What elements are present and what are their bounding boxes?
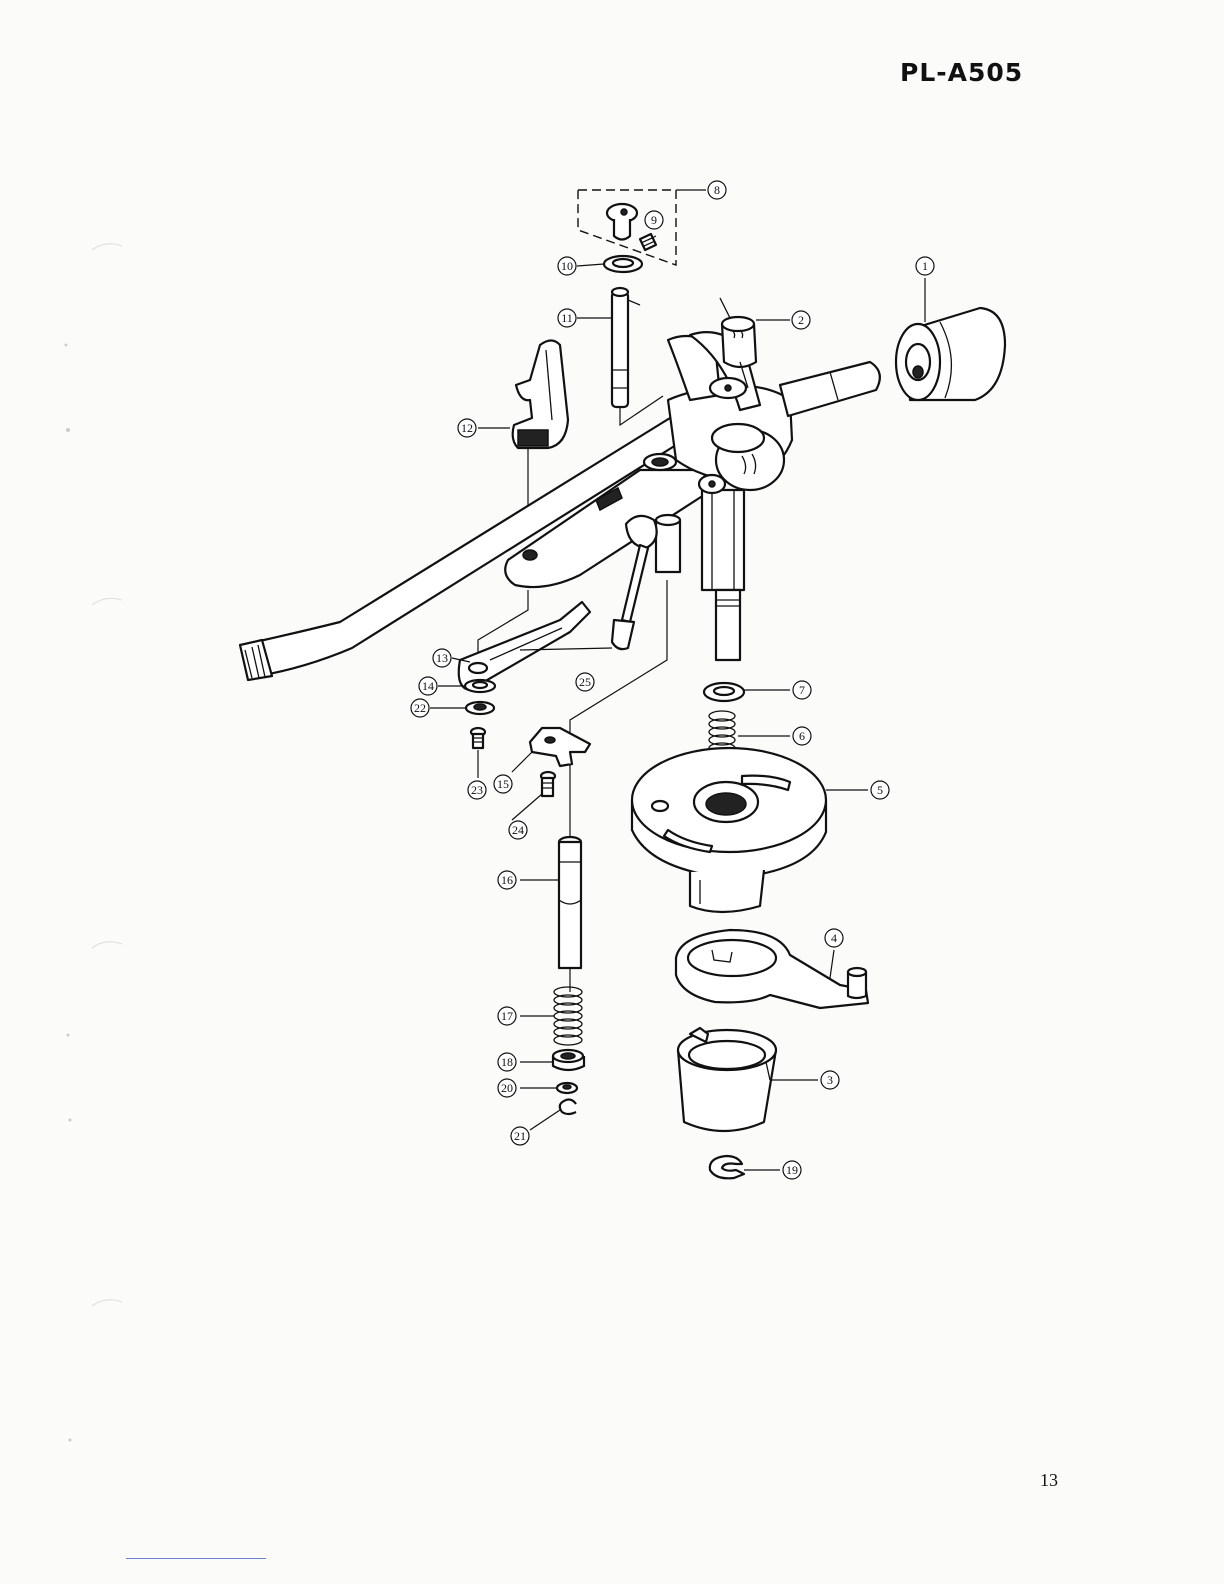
- part-11-pin: [612, 288, 640, 407]
- svg-text:5: 5: [877, 783, 883, 797]
- svg-text:11: 11: [561, 311, 573, 325]
- svg-text:20: 20: [501, 1081, 513, 1095]
- svg-text:22: 22: [414, 701, 426, 715]
- callout-25: 25: [576, 673, 594, 691]
- part-22-washer: [466, 702, 494, 714]
- part-16-shaft: [559, 837, 581, 968]
- svg-text:3: 3: [827, 1073, 833, 1087]
- part-8-kit-box: [578, 190, 676, 265]
- part-24-screw: [541, 772, 555, 796]
- callout-5: 5: [871, 781, 889, 799]
- part-1-counterweight: [896, 308, 1005, 400]
- part-17-spring: [554, 987, 582, 1045]
- svg-text:13: 13: [436, 651, 448, 665]
- svg-text:17: 17: [501, 1009, 513, 1023]
- part-19-ring: [710, 1156, 744, 1178]
- callout-20: 20: [498, 1079, 516, 1097]
- part-21-ring: [560, 1100, 576, 1115]
- callout-18: 18: [498, 1053, 516, 1071]
- callout-11: 11: [558, 309, 576, 327]
- callout-21: 21: [511, 1127, 529, 1145]
- svg-text:19: 19: [786, 1163, 798, 1177]
- svg-text:8: 8: [714, 183, 720, 197]
- callout-16: 16: [498, 871, 516, 889]
- callout-1: 1: [916, 257, 934, 275]
- svg-text:1: 1: [922, 259, 928, 273]
- svg-text:12: 12: [461, 421, 473, 435]
- callout-markers: 1 2 3 4 5 6 7 8 9 10 11 12 13 14 15 16 1…: [411, 181, 934, 1179]
- part-3-collar: [678, 1028, 776, 1131]
- part-10-washer: [604, 256, 642, 272]
- callout-8: 8: [708, 181, 726, 199]
- callout-14: 14: [419, 677, 437, 695]
- callout-23: 23: [468, 781, 486, 799]
- svg-text:2: 2: [798, 313, 804, 327]
- callout-19: 19: [783, 1161, 801, 1179]
- part-15-bracket: [530, 728, 590, 766]
- callout-24: 24: [509, 821, 527, 839]
- svg-text:24: 24: [512, 823, 524, 837]
- part-12-arm-rest: [513, 341, 568, 449]
- callout-22: 22: [411, 699, 429, 717]
- svg-text:21: 21: [514, 1129, 526, 1143]
- callout-10: 10: [558, 257, 576, 275]
- part-20-washer: [557, 1083, 577, 1093]
- callout-4: 4: [825, 929, 843, 947]
- callout-3: 3: [821, 1071, 839, 1089]
- part-5-base: [632, 748, 826, 912]
- part-14-washer: [465, 680, 495, 692]
- part-18-cap: [553, 1050, 584, 1070]
- page-specks: [65, 244, 123, 1442]
- callout-15: 15: [494, 775, 512, 793]
- svg-text:4: 4: [831, 931, 837, 945]
- svg-text:10: 10: [561, 259, 573, 273]
- svg-text:25: 25: [579, 675, 591, 689]
- svg-text:15: 15: [497, 777, 509, 791]
- callout-2: 2: [792, 311, 810, 329]
- svg-text:18: 18: [501, 1055, 513, 1069]
- callout-9: 9: [645, 211, 663, 229]
- svg-text:23: 23: [471, 783, 483, 797]
- callout-13: 13: [433, 649, 451, 667]
- svg-text:16: 16: [501, 873, 513, 887]
- callout-6: 6: [793, 727, 811, 745]
- svg-text:9: 9: [651, 213, 657, 227]
- callout-12: 12: [458, 419, 476, 437]
- svg-text:6: 6: [799, 729, 805, 743]
- svg-text:14: 14: [422, 679, 434, 693]
- svg-text:7: 7: [799, 683, 805, 697]
- part-7-washer: [704, 683, 744, 701]
- callout-17: 17: [498, 1007, 516, 1025]
- callout-7: 7: [793, 681, 811, 699]
- part-23-screw: [471, 728, 485, 748]
